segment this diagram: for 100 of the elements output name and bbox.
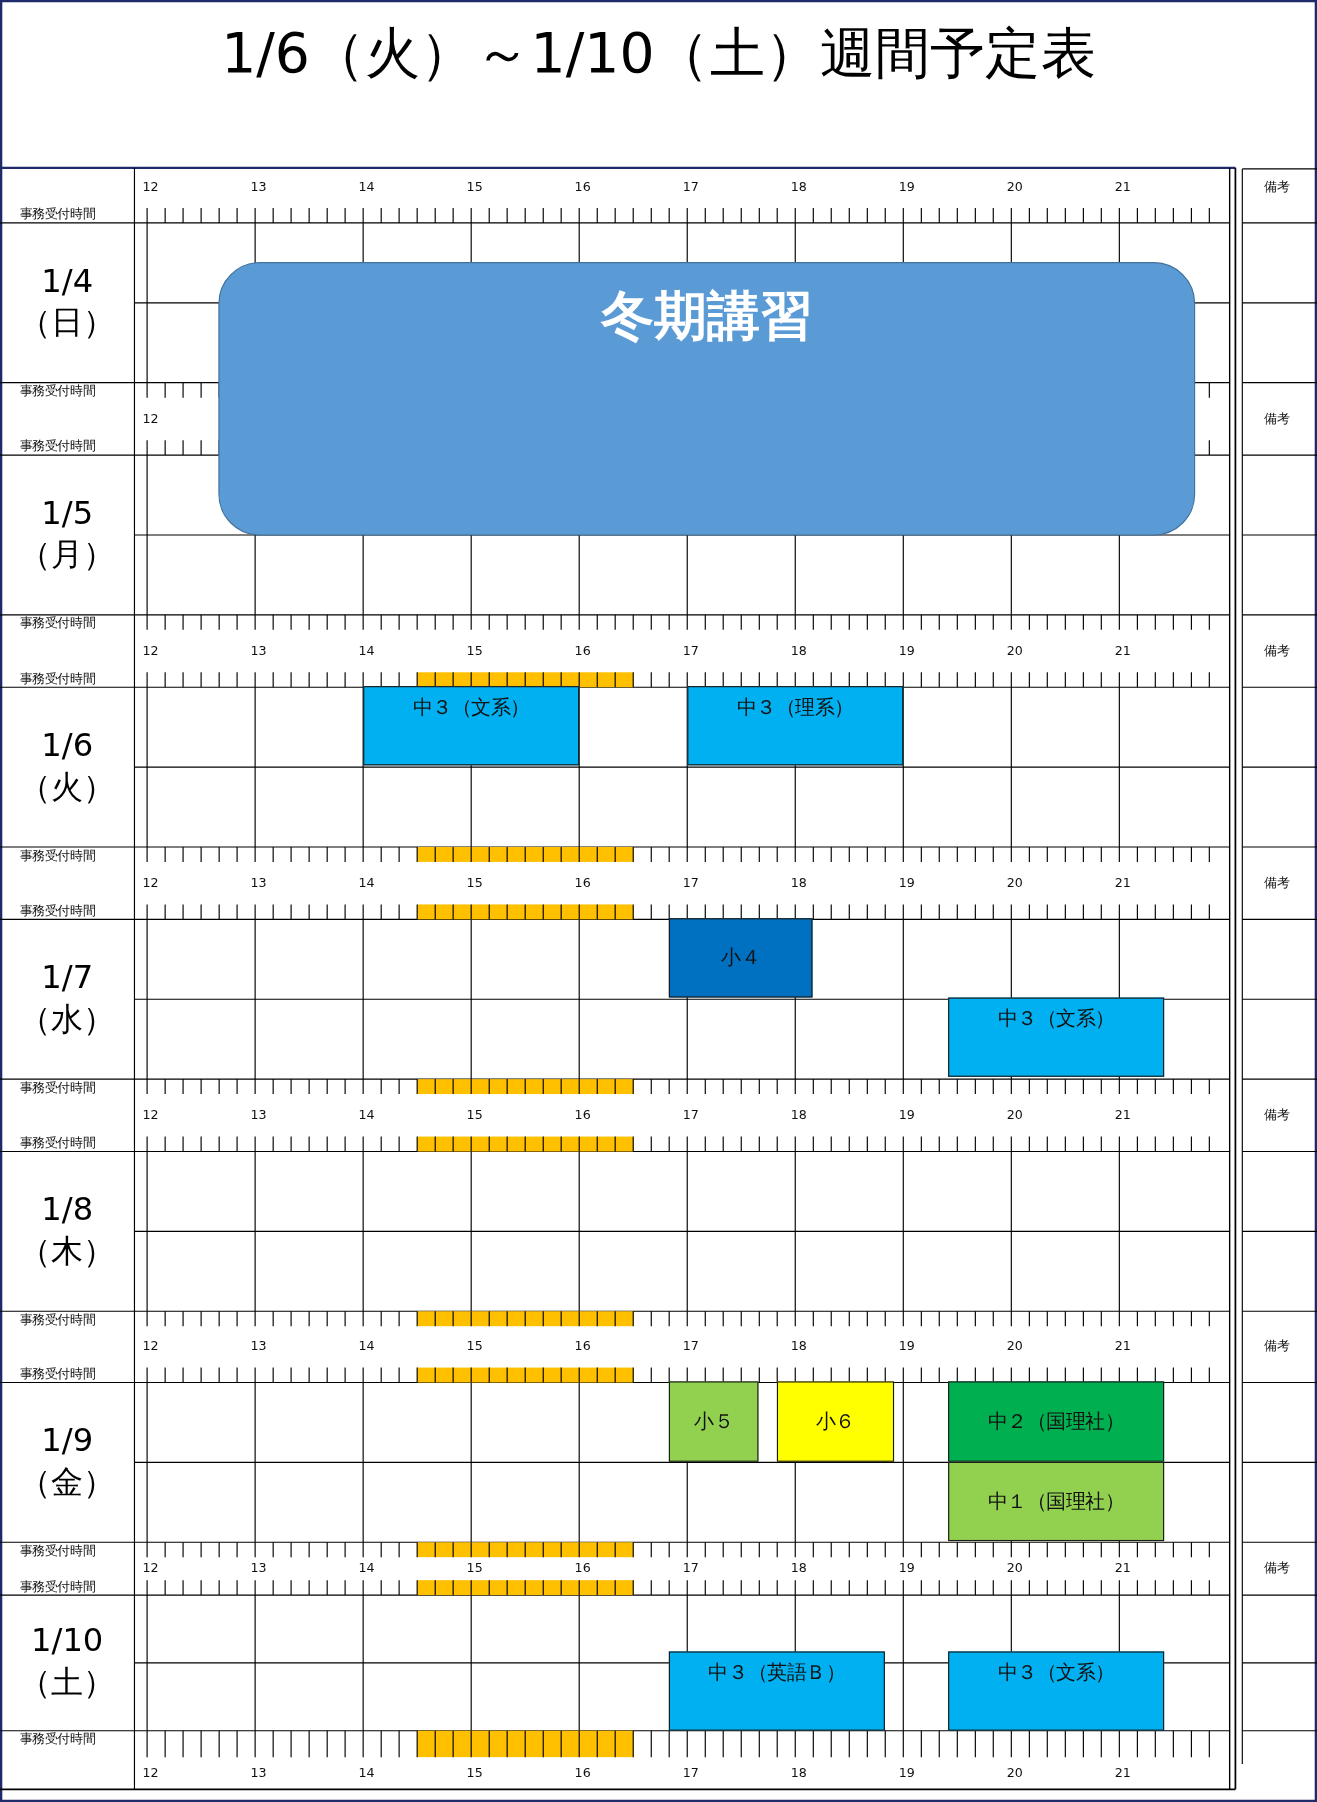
class-name: 中３（理系） xyxy=(736,694,854,721)
hour-number: 17 xyxy=(682,876,699,889)
office-hours-label: 事務受付時間 xyxy=(19,385,96,398)
hour-number: 13 xyxy=(250,1561,267,1575)
hour-number: 19 xyxy=(898,1561,915,1575)
hour-number: 16 xyxy=(574,876,591,889)
office-hours-label: 事務受付時間 xyxy=(19,672,96,685)
hour-number: 14 xyxy=(358,1108,375,1122)
remarks-heading: 備考 xyxy=(1264,1561,1290,1575)
hour-number: 16 xyxy=(574,644,591,657)
date-label: 1/8 （木） xyxy=(17,1189,117,1272)
hour-number: 14 xyxy=(358,876,375,889)
hour-number: 20 xyxy=(1006,180,1023,194)
hour-number: 17 xyxy=(682,644,699,657)
class-name: 中１（国理社） xyxy=(987,1488,1125,1515)
date-label: 1/4 （日） xyxy=(17,260,117,344)
class-name: 冬期講習 xyxy=(601,284,813,350)
hour-number: 20 xyxy=(1006,644,1023,657)
hour-number: 18 xyxy=(790,1108,807,1122)
hour-number: 12 xyxy=(142,876,159,889)
remarks-heading: 備考 xyxy=(1264,1340,1290,1353)
hour-number: 19 xyxy=(898,1766,915,1779)
hour-number: 18 xyxy=(790,876,807,889)
class-block xyxy=(948,1381,1165,1462)
office-hours-label: 事務受付時間 xyxy=(19,617,96,630)
hour-number: 12 xyxy=(142,644,159,657)
event-banner xyxy=(218,262,1196,536)
hour-number: 15 xyxy=(466,876,483,889)
office-hours-label: 事務受付時間 xyxy=(19,1580,96,1593)
hour-number: 19 xyxy=(898,876,915,889)
hour-number: 14 xyxy=(358,1766,375,1779)
class-block xyxy=(668,1651,885,1731)
class-block xyxy=(948,997,1165,1077)
date-label: 1/9 （金） xyxy=(17,1420,117,1503)
hour-number: 19 xyxy=(898,1340,915,1353)
office-hours-label: 事務受付時間 xyxy=(19,1136,96,1150)
hour-number: 12 xyxy=(142,1766,159,1779)
class-block xyxy=(668,918,813,998)
remarks-heading: 備考 xyxy=(1264,644,1290,657)
hour-number: 21 xyxy=(1114,644,1131,657)
hour-number: 18 xyxy=(790,180,807,194)
remarks-heading: 備考 xyxy=(1264,876,1290,889)
hour-number: 19 xyxy=(898,644,915,657)
date-label: 1/5 （月） xyxy=(17,492,117,576)
hour-number: 15 xyxy=(466,1766,483,1779)
hour-number: 17 xyxy=(682,180,699,194)
hour-number: 18 xyxy=(790,1766,807,1779)
office-hours-label: 事務受付時間 xyxy=(19,1367,96,1381)
class-name: 中３（文系） xyxy=(997,1659,1115,1686)
class-name: 小４ xyxy=(721,944,761,971)
hour-number: 17 xyxy=(682,1108,699,1122)
hour-number: 20 xyxy=(1006,1340,1023,1353)
hour-number: 21 xyxy=(1114,1108,1131,1122)
office-hours-label: 事務受付時間 xyxy=(19,1313,96,1327)
hour-number: 12 xyxy=(142,1340,159,1353)
hour-number: 17 xyxy=(682,1766,699,1779)
hour-number: 18 xyxy=(790,1340,807,1353)
hour-number: 17 xyxy=(682,1561,699,1575)
class-block xyxy=(948,1651,1165,1731)
class-name: 中３（文系） xyxy=(412,694,530,721)
office-hours-label: 事務受付時間 xyxy=(19,904,96,918)
hour-number: 12 xyxy=(142,412,159,425)
hour-number: 20 xyxy=(1006,876,1023,889)
hour-number: 20 xyxy=(1006,1561,1023,1575)
hour-number: 16 xyxy=(574,1108,591,1122)
hour-number: 20 xyxy=(1006,1766,1023,1779)
remarks-heading: 備考 xyxy=(1264,180,1290,194)
hour-number: 13 xyxy=(250,1340,267,1353)
hour-number: 18 xyxy=(790,1561,807,1575)
hour-number: 16 xyxy=(574,1561,591,1575)
hour-number: 14 xyxy=(358,1340,375,1353)
hour-number: 21 xyxy=(1114,876,1131,889)
class-block xyxy=(948,1461,1165,1542)
hour-number: 13 xyxy=(250,1108,267,1122)
hour-number: 18 xyxy=(790,644,807,657)
date-label: 1/10 （土） xyxy=(17,1620,117,1704)
hour-number: 13 xyxy=(250,180,267,194)
office-hours-label: 事務受付時間 xyxy=(19,1081,96,1095)
hour-number: 12 xyxy=(142,1561,159,1575)
office-hours-label: 事務受付時間 xyxy=(19,208,96,221)
class-name: 小６ xyxy=(815,1408,855,1435)
hour-number: 16 xyxy=(574,1766,591,1779)
hour-number: 13 xyxy=(250,644,267,657)
hour-number: 19 xyxy=(898,1108,915,1122)
hour-number: 20 xyxy=(1006,1108,1023,1122)
hour-number: 16 xyxy=(574,1340,591,1353)
class-name: 中２（国理社） xyxy=(987,1408,1125,1435)
hour-number: 13 xyxy=(250,1766,267,1779)
class-name: 中３（英語Ｂ） xyxy=(708,1659,846,1686)
office-hours-label: 事務受付時間 xyxy=(19,849,96,862)
hour-number: 14 xyxy=(358,644,375,657)
hour-number: 14 xyxy=(358,1561,375,1575)
hour-number: 12 xyxy=(142,1108,159,1122)
hour-number: 16 xyxy=(574,180,591,194)
hour-number: 21 xyxy=(1114,1561,1131,1575)
title: 1/6（火）～1/10（土）週間予定表 xyxy=(220,20,1097,87)
office-hours-label: 事務受付時間 xyxy=(19,1733,96,1746)
hour-number: 15 xyxy=(466,644,483,657)
hour-number: 17 xyxy=(682,1340,699,1353)
hour-number: 14 xyxy=(358,180,375,194)
